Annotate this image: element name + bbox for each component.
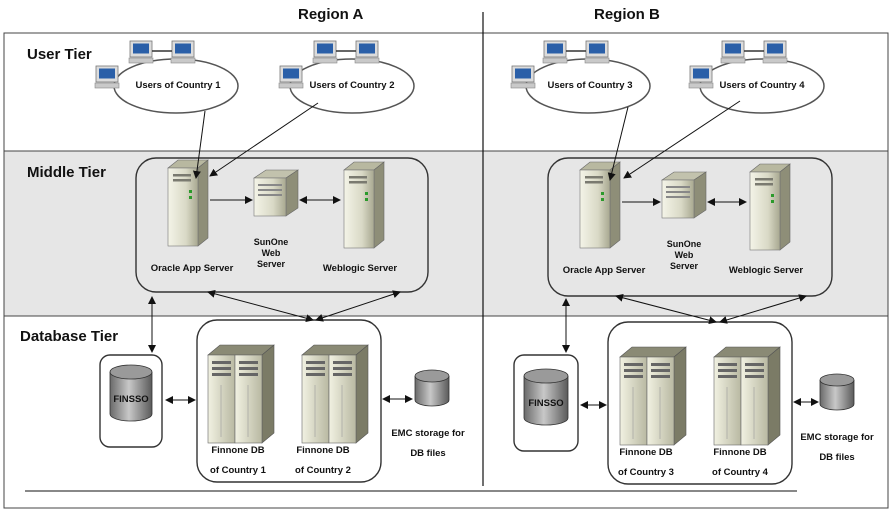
finnone-db-country-1-label: Finnone DB of Country 1 (210, 445, 266, 476)
connector-lines (148, 100, 819, 409)
oracle-app-server-label-a: Oracle App Server (150, 263, 234, 274)
database-tier-label: Database Tier (20, 328, 119, 345)
emc-storage-label-a: EMC storage for DB files (391, 428, 465, 459)
emc-storage-label-b: EMC storage for DB files (800, 432, 874, 463)
region-b-title: Region B (594, 6, 660, 23)
finnone-db-country-2-label: Finnone DB of Country 2 (295, 445, 351, 476)
computer-icon (94, 40, 788, 89)
finsso-box-a (99, 354, 163, 448)
storage-cylinder-icon (109, 364, 855, 426)
weblogic-server-label-b: Weblogic Server (728, 265, 804, 276)
user-tier-label: User Tier (27, 46, 92, 63)
users-country-3-label: Users of Country 3 (547, 80, 633, 91)
weblogic-server-label-a: Weblogic Server (322, 263, 398, 274)
finnone-db-country-4-label: Finnone DB of Country 4 (712, 447, 768, 478)
finsso-label-a: FINSSO (113, 394, 149, 405)
middle-tier-label: Middle Tier (27, 164, 106, 181)
finnone-db-country-3-label: Finnone DB of Country 3 (618, 447, 674, 478)
users-country-1-label: Users of Country 1 (135, 80, 221, 91)
users-country-4-label: Users of Country 4 (719, 80, 805, 91)
middle-tier-band (3, 150, 889, 317)
oracle-app-server-label-b: Oracle App Server (562, 265, 646, 276)
region-a-title: Region A (298, 6, 364, 23)
finsso-box-b (513, 354, 579, 452)
users-country-2-label: Users of Country 2 (309, 80, 395, 91)
finsso-label-b: FINSSO (528, 398, 564, 409)
